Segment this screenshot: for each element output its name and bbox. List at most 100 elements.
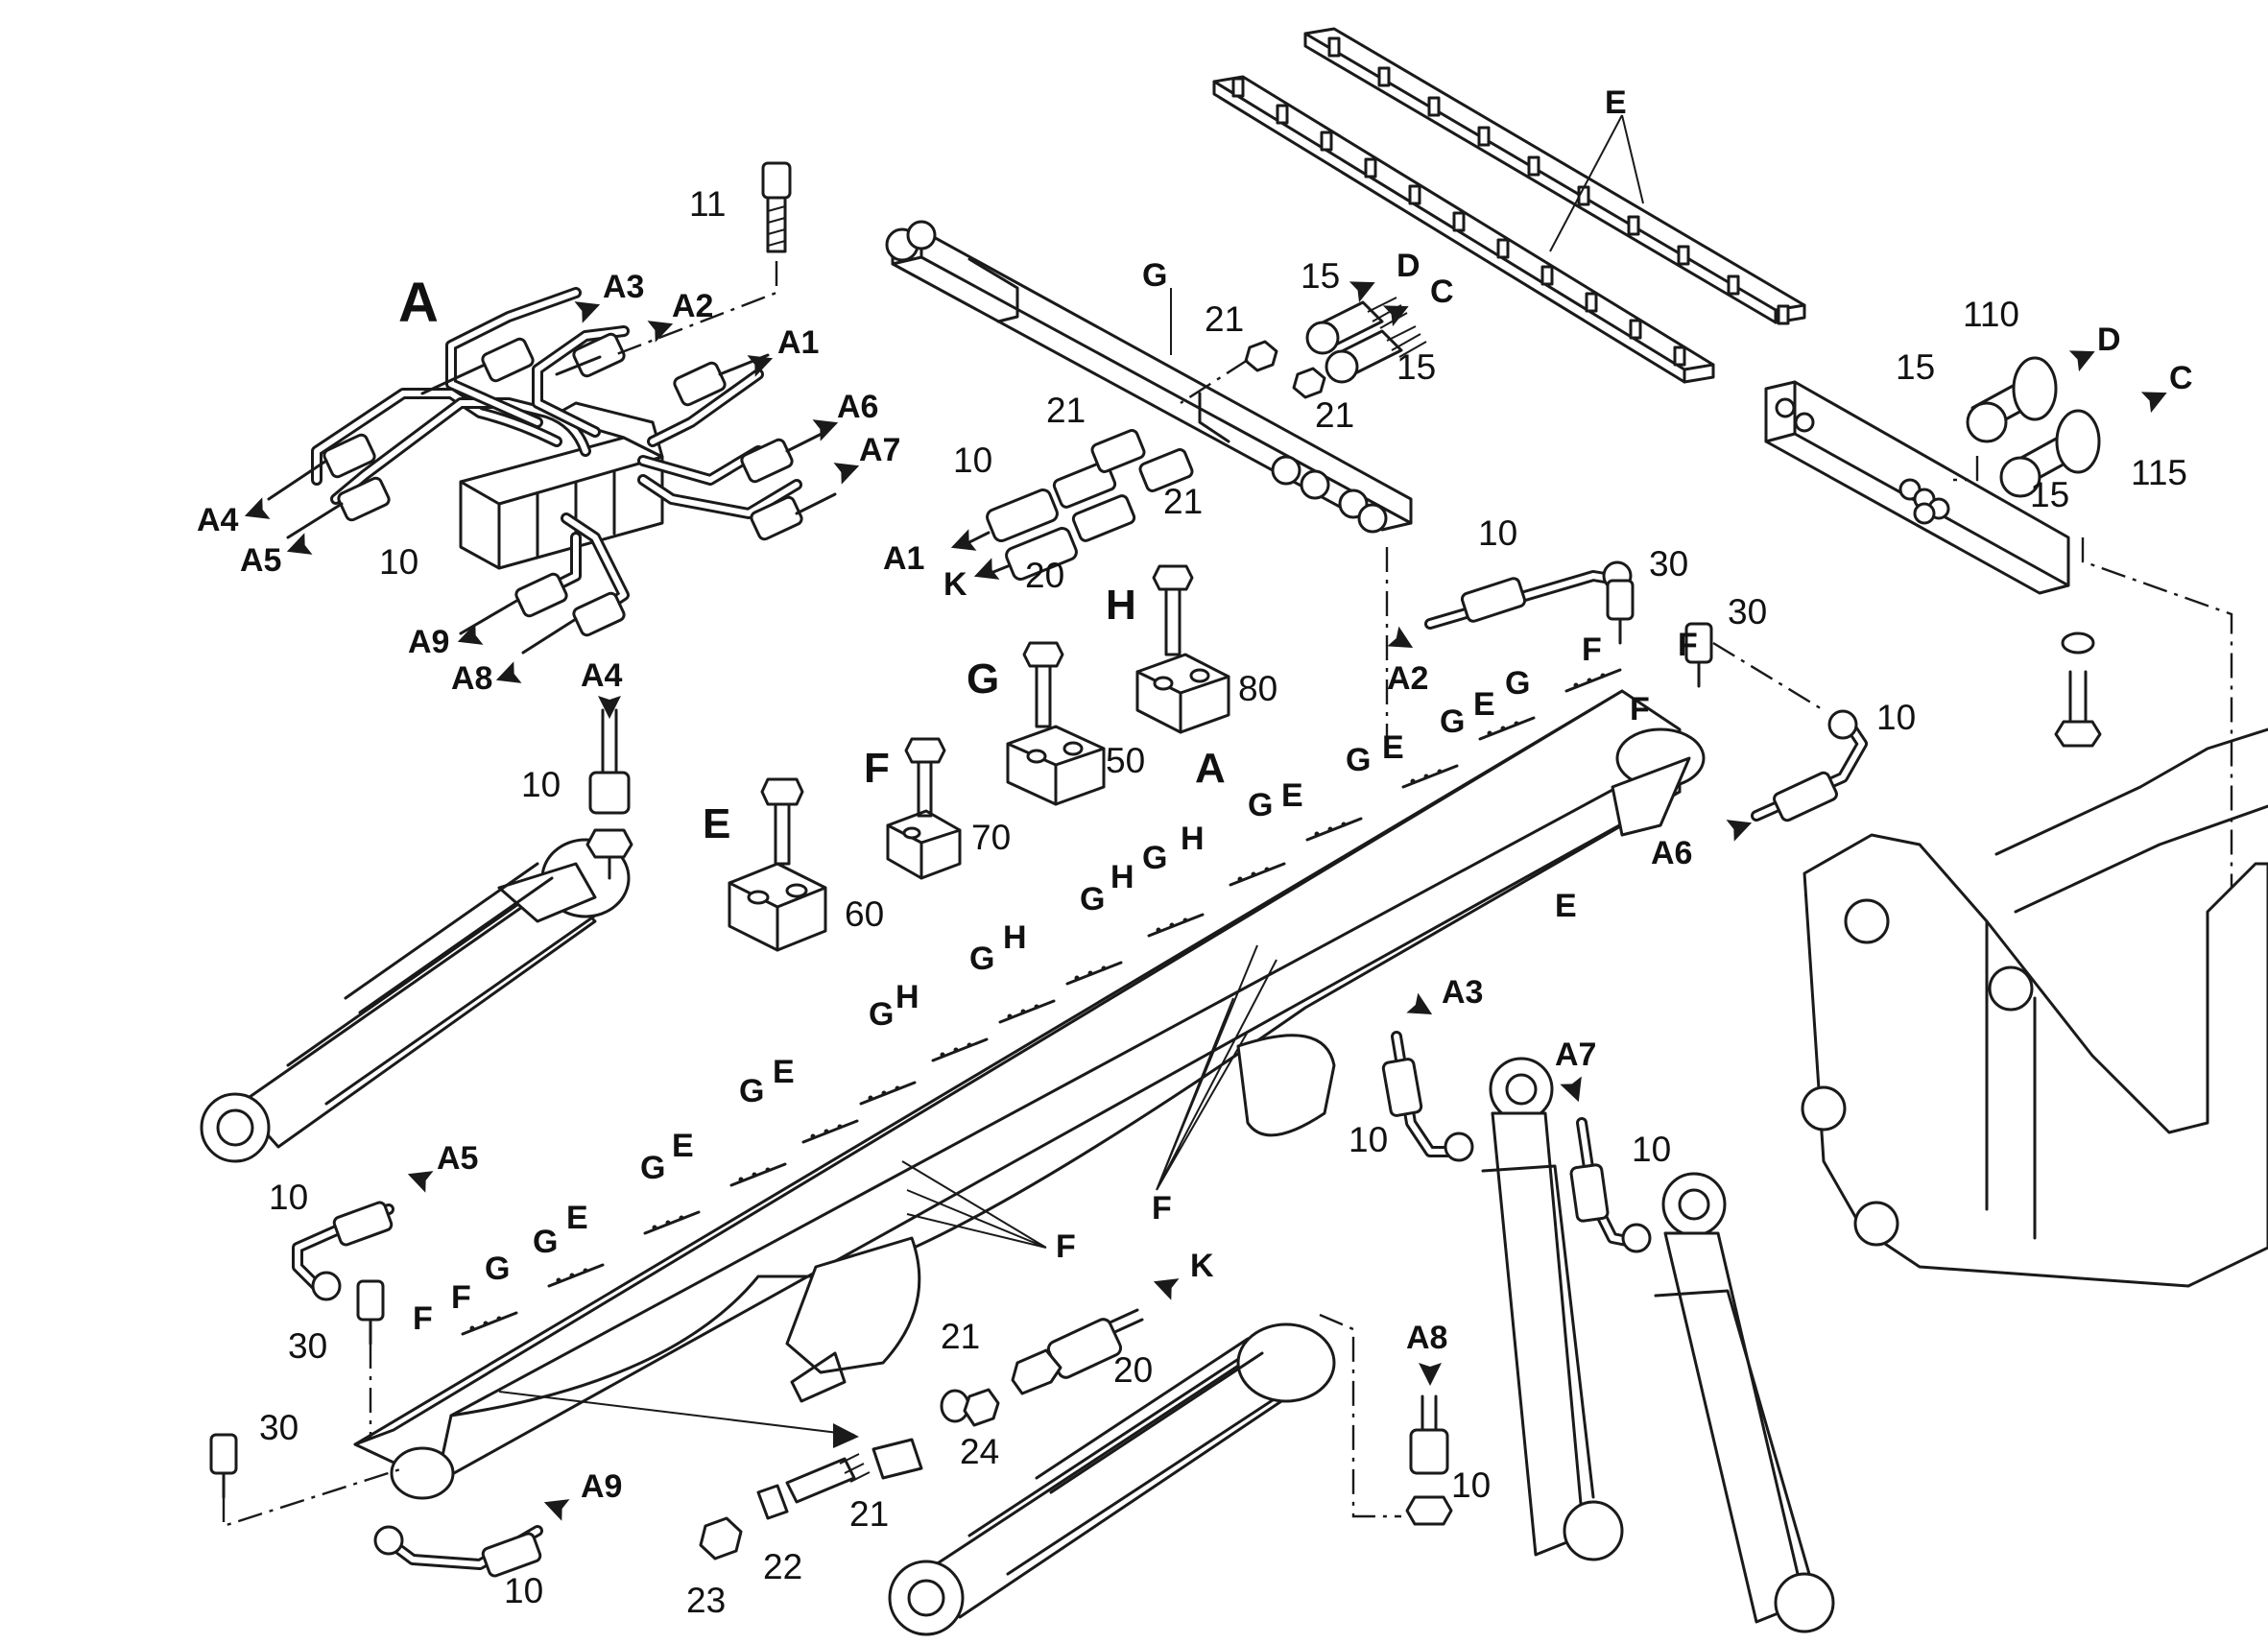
callout-label-g: G: [739, 1073, 764, 1109]
top-mounting-bracket: [885, 220, 1413, 534]
callout-label-n21: 21: [1205, 299, 1244, 339]
clamp-bolt-dot: [1587, 678, 1592, 683]
flow-arrow-icon: [286, 533, 313, 555]
callout-label-n21: 21: [1046, 391, 1086, 430]
callout-label-a2: A2: [1387, 660, 1428, 697]
callout-label-g: G: [1505, 665, 1530, 702]
callout-label-n10: 10: [1632, 1130, 1671, 1169]
flow-arrow-icon: [457, 623, 484, 645]
boom-clamp-mark: [729, 1162, 787, 1187]
clamp-bolt-dot: [1573, 682, 1579, 688]
callout-label-c: C: [1430, 274, 1454, 310]
callout-label-a3: A3: [1442, 974, 1483, 1011]
boom-clamp-mark: [1147, 913, 1205, 938]
leader-f-right: [1156, 944, 1277, 1191]
clamp-bolt-dot: [1264, 867, 1270, 872]
rail-stud: [1777, 304, 1790, 325]
flow-arrow-icon: [812, 419, 839, 441]
boom-clamp-mark: [931, 1037, 989, 1062]
callout-label-f: F: [413, 1300, 433, 1337]
callout-label-g: G: [1440, 703, 1465, 740]
clamp-bolt-dot: [679, 1215, 684, 1221]
pipe-a9: [373, 1525, 543, 1578]
callout-label-e: E: [773, 1054, 795, 1090]
rail-stud: [1585, 292, 1598, 313]
callout-label-e-blocks: E: [703, 800, 730, 847]
clamp-bolt-dot: [1423, 774, 1429, 779]
clamp-bolt-dot: [1020, 1009, 1026, 1014]
callout-label-a7: A7: [859, 432, 900, 468]
boom-clamp-mark: [998, 999, 1056, 1024]
callout-label-h: H: [1003, 919, 1027, 956]
flow-arrow-icon: [973, 558, 1000, 580]
clamp-block-g: [1006, 641, 1106, 806]
boom-clamp-mark: [859, 1081, 917, 1106]
callout-label-h-blocks: H: [1106, 582, 1136, 629]
clamp-bolt-dot: [868, 1095, 873, 1101]
clamp-bolt-dot: [1500, 726, 1506, 731]
callout-label-g: G: [869, 996, 894, 1033]
flow-arrow-icon: [1382, 305, 1409, 327]
flow-arrow-icon: [747, 355, 774, 377]
boom-clamp-mark: [1229, 862, 1286, 887]
callout-label-k: K: [943, 566, 967, 603]
flow-arrow-icon: [407, 1171, 434, 1193]
clamp-bolt-dot: [569, 1273, 575, 1278]
callout-label-n30: 30: [1649, 544, 1688, 584]
callout-label-n10: 10: [269, 1178, 308, 1217]
rail-stud: [1677, 245, 1690, 266]
clamp-bolt-dot: [810, 1133, 816, 1139]
clamp-bolt-dot: [665, 1220, 671, 1226]
callout-label-n10: 10: [1478, 513, 1517, 553]
callout-label-h: H: [1110, 859, 1134, 895]
callout-label-e: E: [566, 1200, 588, 1236]
callout-label-f: F: [451, 1279, 471, 1316]
hydraulic-cylinder-bottom: [888, 1322, 1336, 1636]
boom-arm: [353, 668, 1706, 1500]
callout-label-d: D: [2097, 322, 2121, 358]
callout-label-g: G: [969, 941, 994, 977]
callout-label-g: G: [485, 1251, 510, 1287]
callout-label-g: G: [1346, 742, 1371, 778]
callout-label-a-boom: A: [1195, 745, 1226, 792]
bolt-washer-right: [2054, 631, 2102, 748]
callout-label-n30: 30: [288, 1326, 327, 1366]
callout-label-d: D: [1397, 248, 1420, 284]
flow-arrow-icon: [647, 321, 674, 343]
callout-label-a-group: A: [398, 272, 439, 334]
clamp-bolt-dot: [1156, 927, 1161, 933]
callout-label-f: F: [1630, 691, 1650, 727]
clamp-bolt-dot: [496, 1316, 502, 1322]
clamp-bolt-dot: [483, 1321, 489, 1326]
callout-label-n21: 21: [941, 1317, 980, 1356]
leader-bolt-11: [613, 261, 778, 357]
callout-label-n20: 20: [1025, 556, 1064, 595]
callout-label-a2: A2: [672, 288, 713, 324]
boom-clamp-mark: [547, 1263, 605, 1288]
clamp-bolt-dot: [940, 1052, 945, 1058]
bolt-11: [761, 161, 792, 253]
callout-label-a8: A8: [1406, 1320, 1447, 1356]
rail-stud: [1276, 104, 1289, 125]
flow-arrow-icon: [244, 497, 271, 519]
pipe-a6: [1751, 709, 1868, 822]
callout-label-a6: A6: [1651, 835, 1692, 871]
clamp-bolt-dot: [738, 1177, 744, 1182]
flow-arrow-icon: [1419, 1363, 1442, 1386]
callout-label-e: E: [672, 1128, 694, 1164]
clamp-bolt-dot: [1327, 826, 1333, 832]
callout-label-n15: 15: [1397, 347, 1436, 387]
flow-arrow-icon: [1726, 820, 1753, 842]
rail-stud: [1727, 274, 1740, 296]
tee-30-left: [356, 1279, 385, 1346]
flow-arrow-icon: [2140, 392, 2167, 414]
rail-stud: [1673, 345, 1686, 367]
callout-label-n10: 10: [953, 441, 992, 480]
rail-stud: [1231, 77, 1245, 98]
leader-tee-30-bottom: [222, 1466, 404, 1528]
clamp-bolt-dot: [765, 1167, 771, 1173]
boom-clamp-mark: [1401, 764, 1459, 789]
callout-label-c: C: [2169, 360, 2193, 396]
flow-arrow-icon: [574, 301, 601, 323]
callout-label-f-blocks: F: [864, 745, 890, 792]
